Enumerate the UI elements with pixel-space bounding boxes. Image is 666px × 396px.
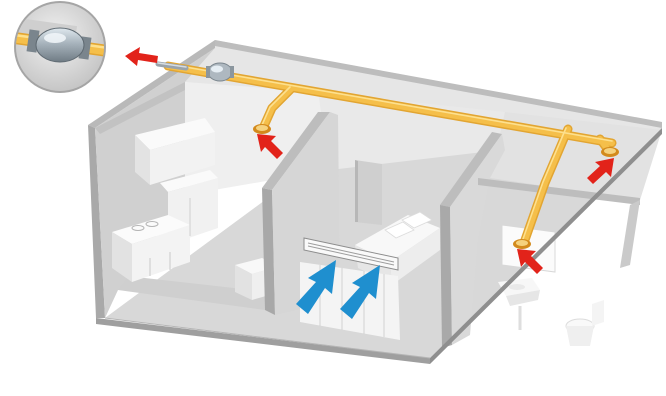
supply-arrow-icon — [340, 265, 380, 319]
supply-arrows — [296, 260, 380, 319]
fan-magnifier — [14, 1, 106, 93]
exhaust-stub — [155, 61, 189, 71]
partition-kitchen-bedroom — [262, 112, 340, 315]
supply-arrow-icon — [296, 260, 336, 314]
partition-bedroom-bathroom — [440, 132, 505, 348]
extract-valves — [253, 124, 619, 249]
fan-unit-icon — [206, 62, 234, 82]
exhaust-arrow-icon — [517, 249, 543, 274]
bathroom — [478, 178, 640, 346]
exhaust-arrow-icon — [257, 134, 283, 159]
extract-valve-icon — [253, 124, 271, 134]
exhaust-arrow-icon — [125, 47, 158, 66]
supply-grille — [303, 237, 399, 271]
extract-valve-icon — [513, 239, 531, 249]
kitchen-cabinets — [112, 118, 218, 282]
front-edge — [96, 128, 662, 364]
extract-valve-icon — [601, 147, 619, 157]
exhaust-arrow-icon — [587, 158, 614, 184]
exhaust-arrows — [125, 47, 614, 274]
